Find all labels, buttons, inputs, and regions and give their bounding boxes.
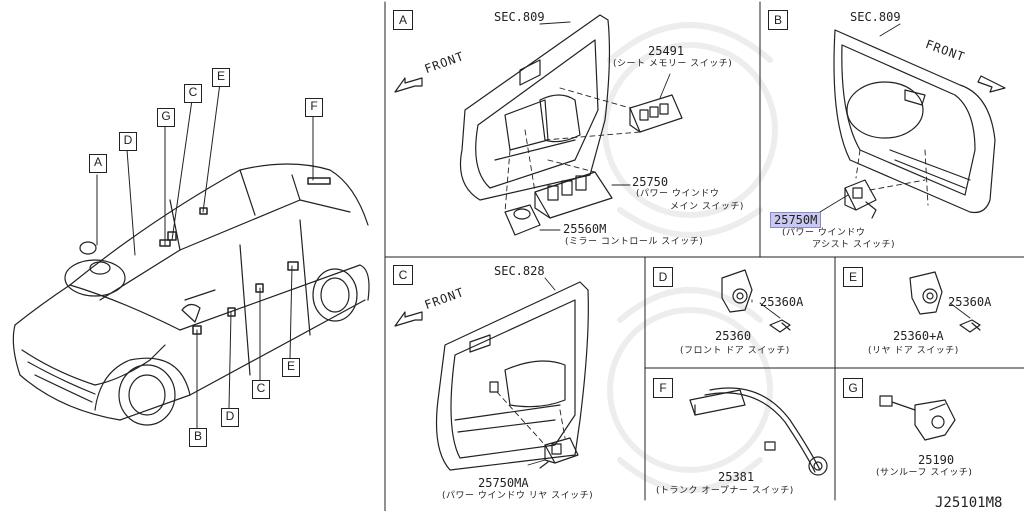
panel-c-dashes	[496, 391, 566, 446]
panel-f-parts	[689, 387, 828, 476]
marker-d-lower: D	[221, 408, 239, 427]
panel-a-letter: A	[393, 10, 413, 30]
panel-e-parts	[909, 271, 981, 333]
part-d-25360a-number: 25360A	[760, 295, 804, 309]
marker-a: A	[89, 154, 107, 173]
part-e-25360a-number: 25360A	[948, 295, 992, 309]
front-arrow-a	[394, 77, 423, 93]
car-switch-marks	[159, 177, 331, 335]
panel-a-door	[459, 14, 611, 201]
panel-b-dashes	[855, 149, 929, 206]
panel-frames	[384, 1, 1024, 511]
part-25360-number: 25360	[715, 329, 752, 343]
panel-b-letter: B	[768, 10, 788, 30]
marker-c: C	[184, 84, 202, 103]
panel-c-letter: C	[393, 265, 413, 285]
part-25750m-desc2: アシスト スイッチ)	[812, 240, 896, 250]
part-25360a-plus-desc: (リヤ ドア スイッチ)	[868, 346, 959, 356]
marker-d: D	[119, 132, 137, 151]
marker-g: G	[157, 108, 175, 127]
panel-b-switch	[844, 179, 877, 219]
reference-code: J25101M8	[935, 495, 1003, 511]
part-25750-number: 25750	[632, 175, 669, 189]
panel-f-letter: F	[653, 378, 673, 398]
car-outline	[12, 163, 370, 426]
part-25560m-desc: (ミラー コントロール スイッチ)	[565, 237, 704, 247]
part-25491-number: 25491	[648, 44, 685, 58]
panel-g-letter: G	[843, 378, 863, 398]
part-25190-desc: (サンルーフ スイッチ)	[876, 468, 973, 478]
panel-a-dashes	[504, 87, 641, 213]
marker-e: E	[212, 68, 230, 87]
panel-b-leaders	[814, 23, 901, 216]
panel-c-sec: SEC.828	[494, 264, 545, 278]
part-25750ma-number: 25750MA	[478, 476, 529, 490]
front-arrow-b	[977, 75, 1006, 93]
part-25381-desc: (トランク オープナー スイッチ)	[656, 486, 794, 496]
part-25750-desc: (パワー ウインドウ	[636, 189, 720, 199]
part-25360-desc: (フロント ドア スイッチ)	[680, 346, 790, 356]
part-25491-desc: (シート メモリー スイッチ)	[613, 59, 733, 69]
panel-e-letter: E	[843, 267, 863, 287]
panel-d-parts	[721, 269, 791, 333]
front-arrow-c	[394, 311, 423, 327]
car-leaders	[96, 82, 314, 429]
marker-c-lower: C	[252, 380, 270, 399]
panel-a-switches	[504, 94, 683, 236]
part-25381-number: 25381	[718, 470, 755, 484]
marker-e-lower: E	[282, 358, 300, 377]
watermark-crest	[602, 22, 778, 493]
part-25750m-number: 25750M	[770, 212, 822, 228]
panel-c-leaders	[527, 277, 556, 466]
panel-d-letter: D	[653, 267, 673, 287]
panel-c-door	[435, 281, 589, 471]
panel-g-parts	[879, 395, 956, 441]
part-25750m-desc: (パワー ウインドウ	[782, 228, 866, 238]
marker-f: F	[305, 98, 323, 117]
panel-b-door	[833, 29, 996, 214]
panel-c-switch	[539, 437, 579, 469]
panel-b-sec: SEC.809	[850, 10, 901, 24]
part-25750ma-desc: (パワー ウインドウ リヤ スイッチ)	[442, 491, 594, 501]
part-25190-number: 25190	[918, 453, 955, 467]
part-25360a-plus-number: 25360+A	[893, 329, 944, 343]
part-25560m-number: 25560M	[563, 222, 607, 236]
marker-b: B	[189, 428, 207, 447]
part-25750-desc2: メイン スイッチ)	[670, 202, 744, 212]
panel-a-leaders	[539, 21, 671, 231]
panel-a-sec: SEC.809	[494, 10, 545, 24]
